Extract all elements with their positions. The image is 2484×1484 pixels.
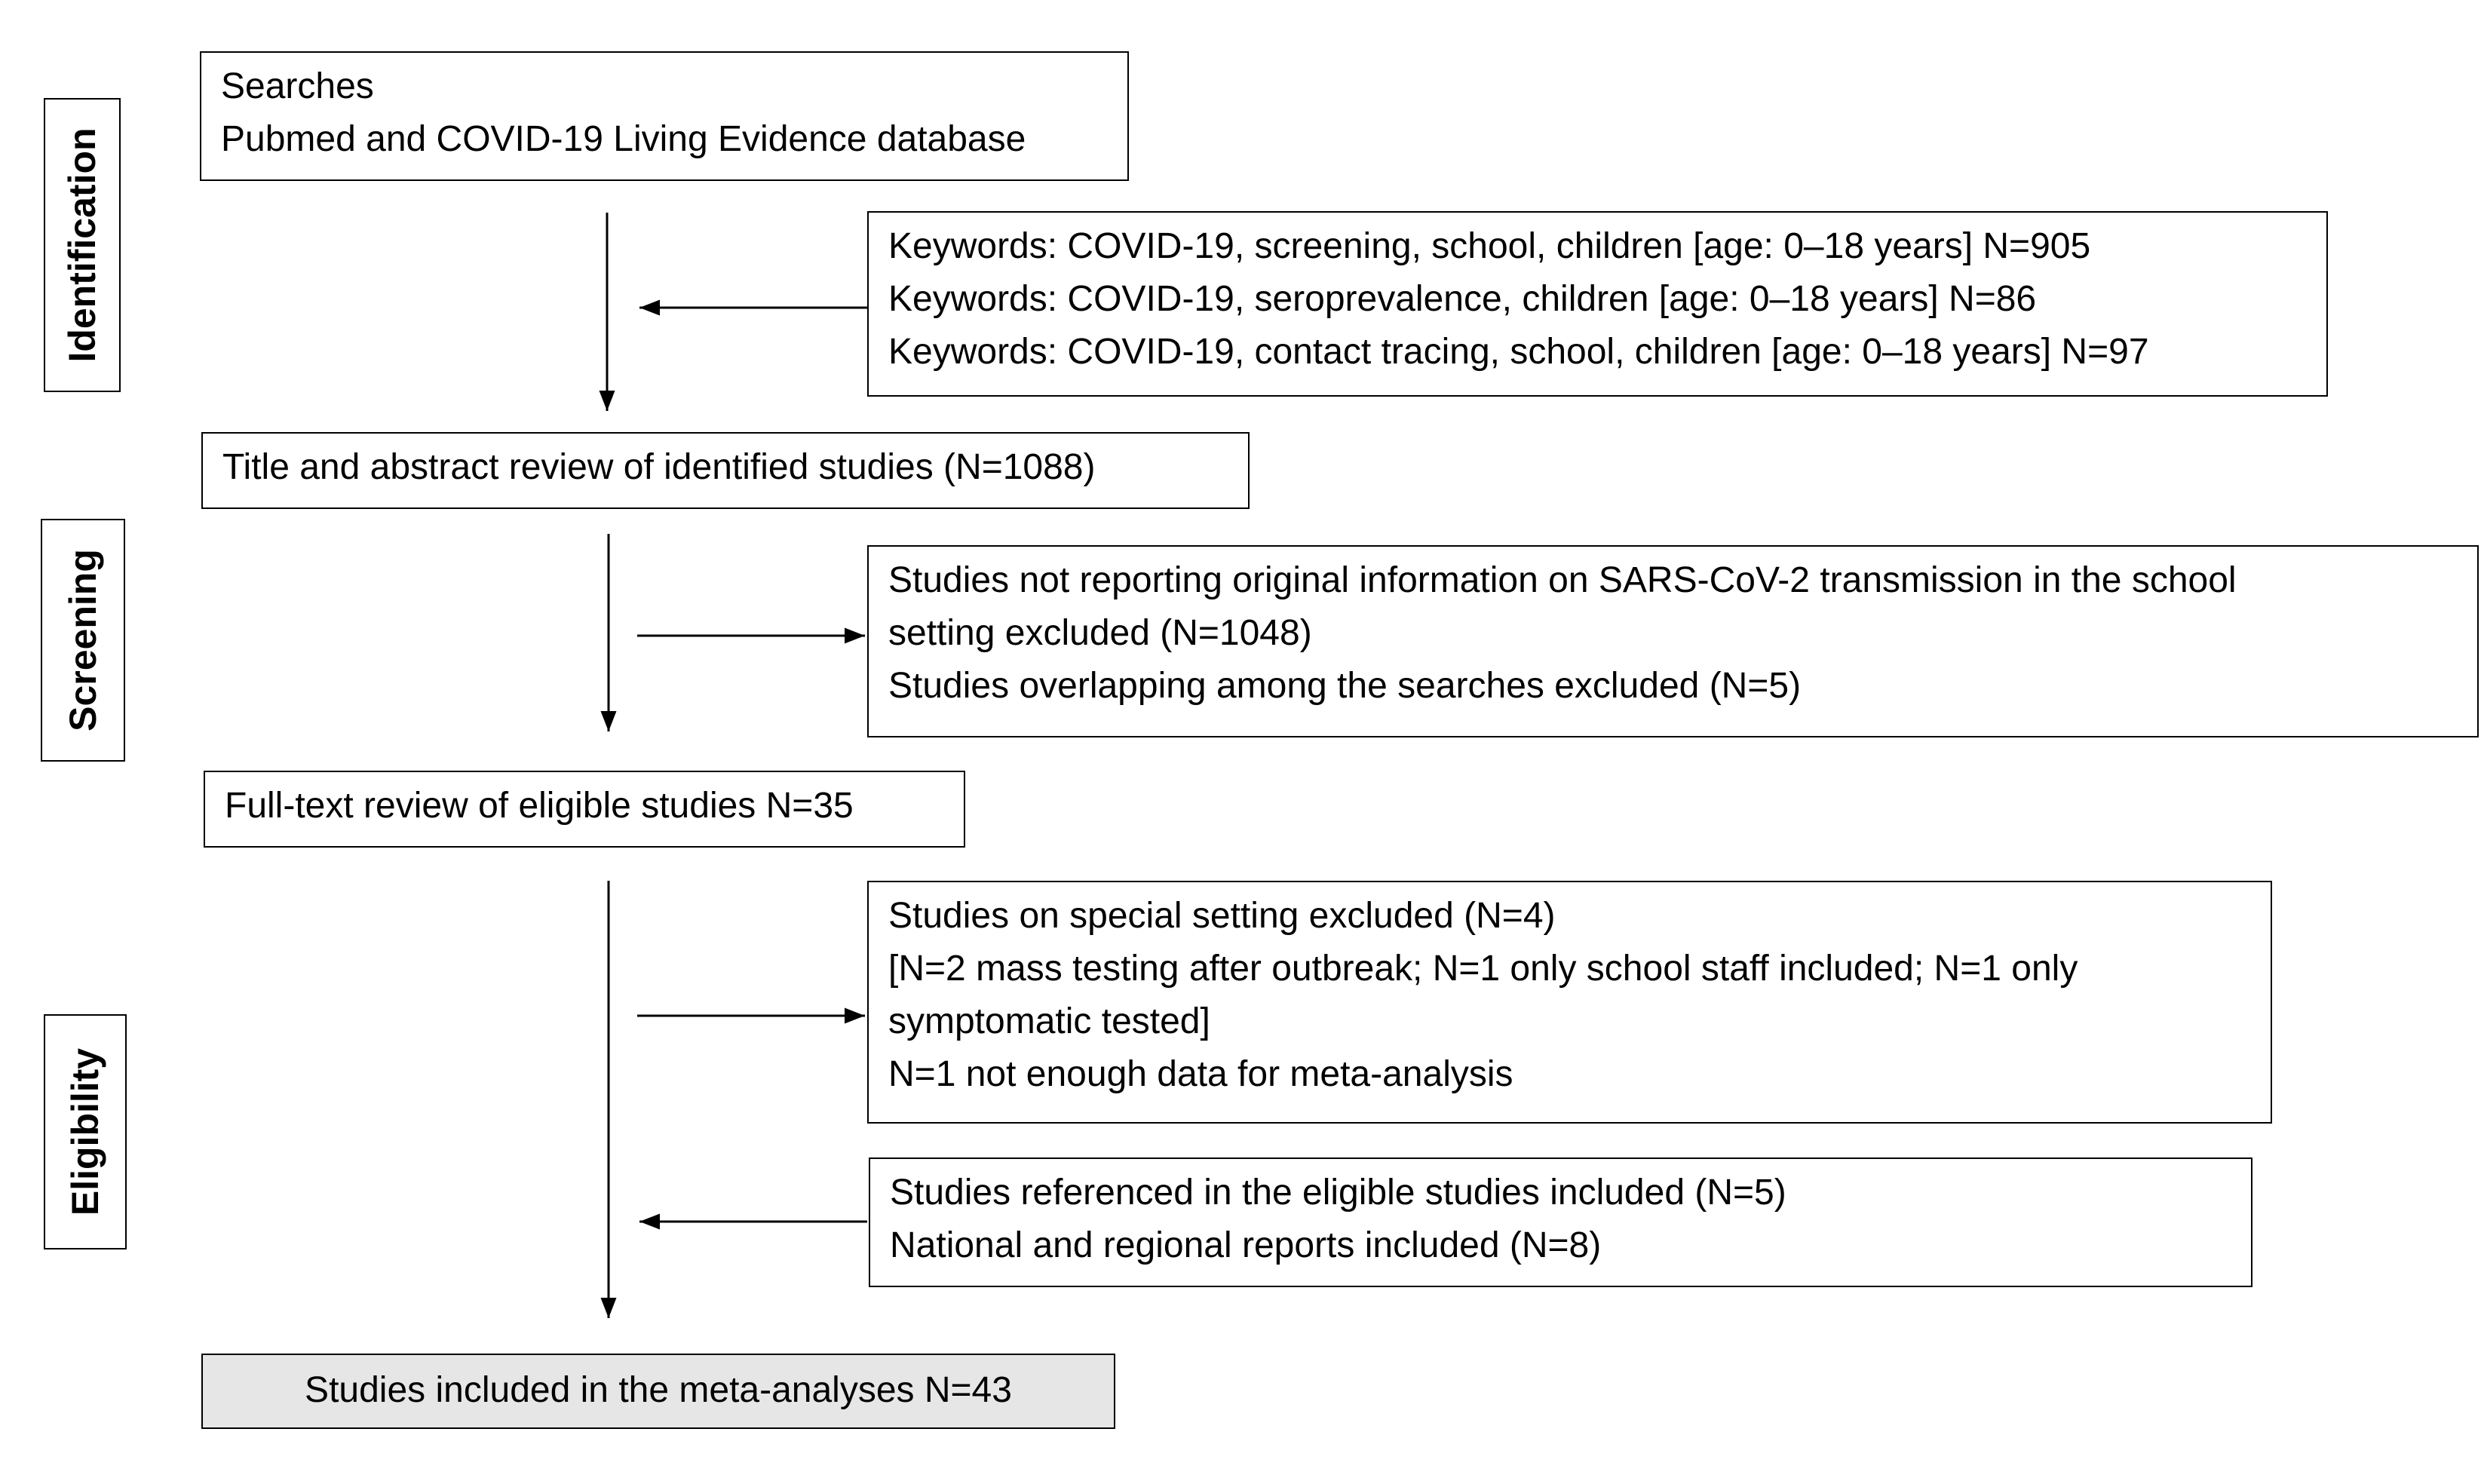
stage-screening: Screening [41, 519, 125, 762]
stage-eligibility: Eligibility [44, 1014, 127, 1249]
special-excluded-line-3: symptomatic tested] [888, 1001, 1210, 1041]
keywords-box: Keywords: COVID-19, screening, school, c… [867, 211, 2328, 397]
special-excluded-line-2: [N=2 mass testing after outbreak; N=1 on… [888, 949, 2078, 989]
screening-excluded-line-1: Studies not reporting original informati… [888, 560, 2237, 600]
searches-sources: Pubmed and COVID-19 Living Evidence data… [221, 119, 1026, 159]
searches-box: Searches Pubmed and COVID-19 Living Evid… [200, 51, 1129, 181]
screening-excluded-line-3: Studies overlapping among the searches e… [888, 666, 1802, 706]
keywords-line-3: Keywords: COVID-19, contact tracing, sch… [888, 332, 2149, 372]
included-box: Studies included in the meta-analyses N=… [201, 1354, 1115, 1429]
stage-identification: Identification [44, 98, 121, 392]
full-text-text: Full-text review of eligible studies N=3… [225, 786, 854, 826]
added-studies-line-1: Studies referenced in the eligible studi… [890, 1173, 1786, 1213]
full-text-box: Full-text review of eligible studies N=3… [204, 771, 965, 848]
special-excluded-line-1: Studies on special setting excluded (N=4… [888, 896, 1556, 936]
screening-excluded-box: Studies not reporting original informati… [867, 545, 2479, 737]
title-abstract-text: Title and abstract review of identified … [222, 447, 1096, 487]
added-studies-line-2: National and regional reports included (… [890, 1225, 1602, 1265]
title-abstract-box: Title and abstract review of identified … [201, 432, 1250, 509]
special-excluded-line-4: N=1 not enough data for meta-analysis [888, 1054, 1513, 1094]
added-studies-box: Studies referenced in the eligible studi… [869, 1157, 2252, 1287]
special-excluded-box: Studies on special setting excluded (N=4… [867, 881, 2272, 1124]
searches-title: Searches [221, 66, 374, 106]
included-text: Studies included in the meta-analyses N=… [305, 1370, 1012, 1410]
keywords-line-1: Keywords: COVID-19, screening, school, c… [888, 226, 2091, 266]
screening-excluded-line-2: setting excluded (N=1048) [888, 613, 1312, 653]
keywords-line-2: Keywords: COVID-19, seroprevalence, chil… [888, 279, 2037, 319]
